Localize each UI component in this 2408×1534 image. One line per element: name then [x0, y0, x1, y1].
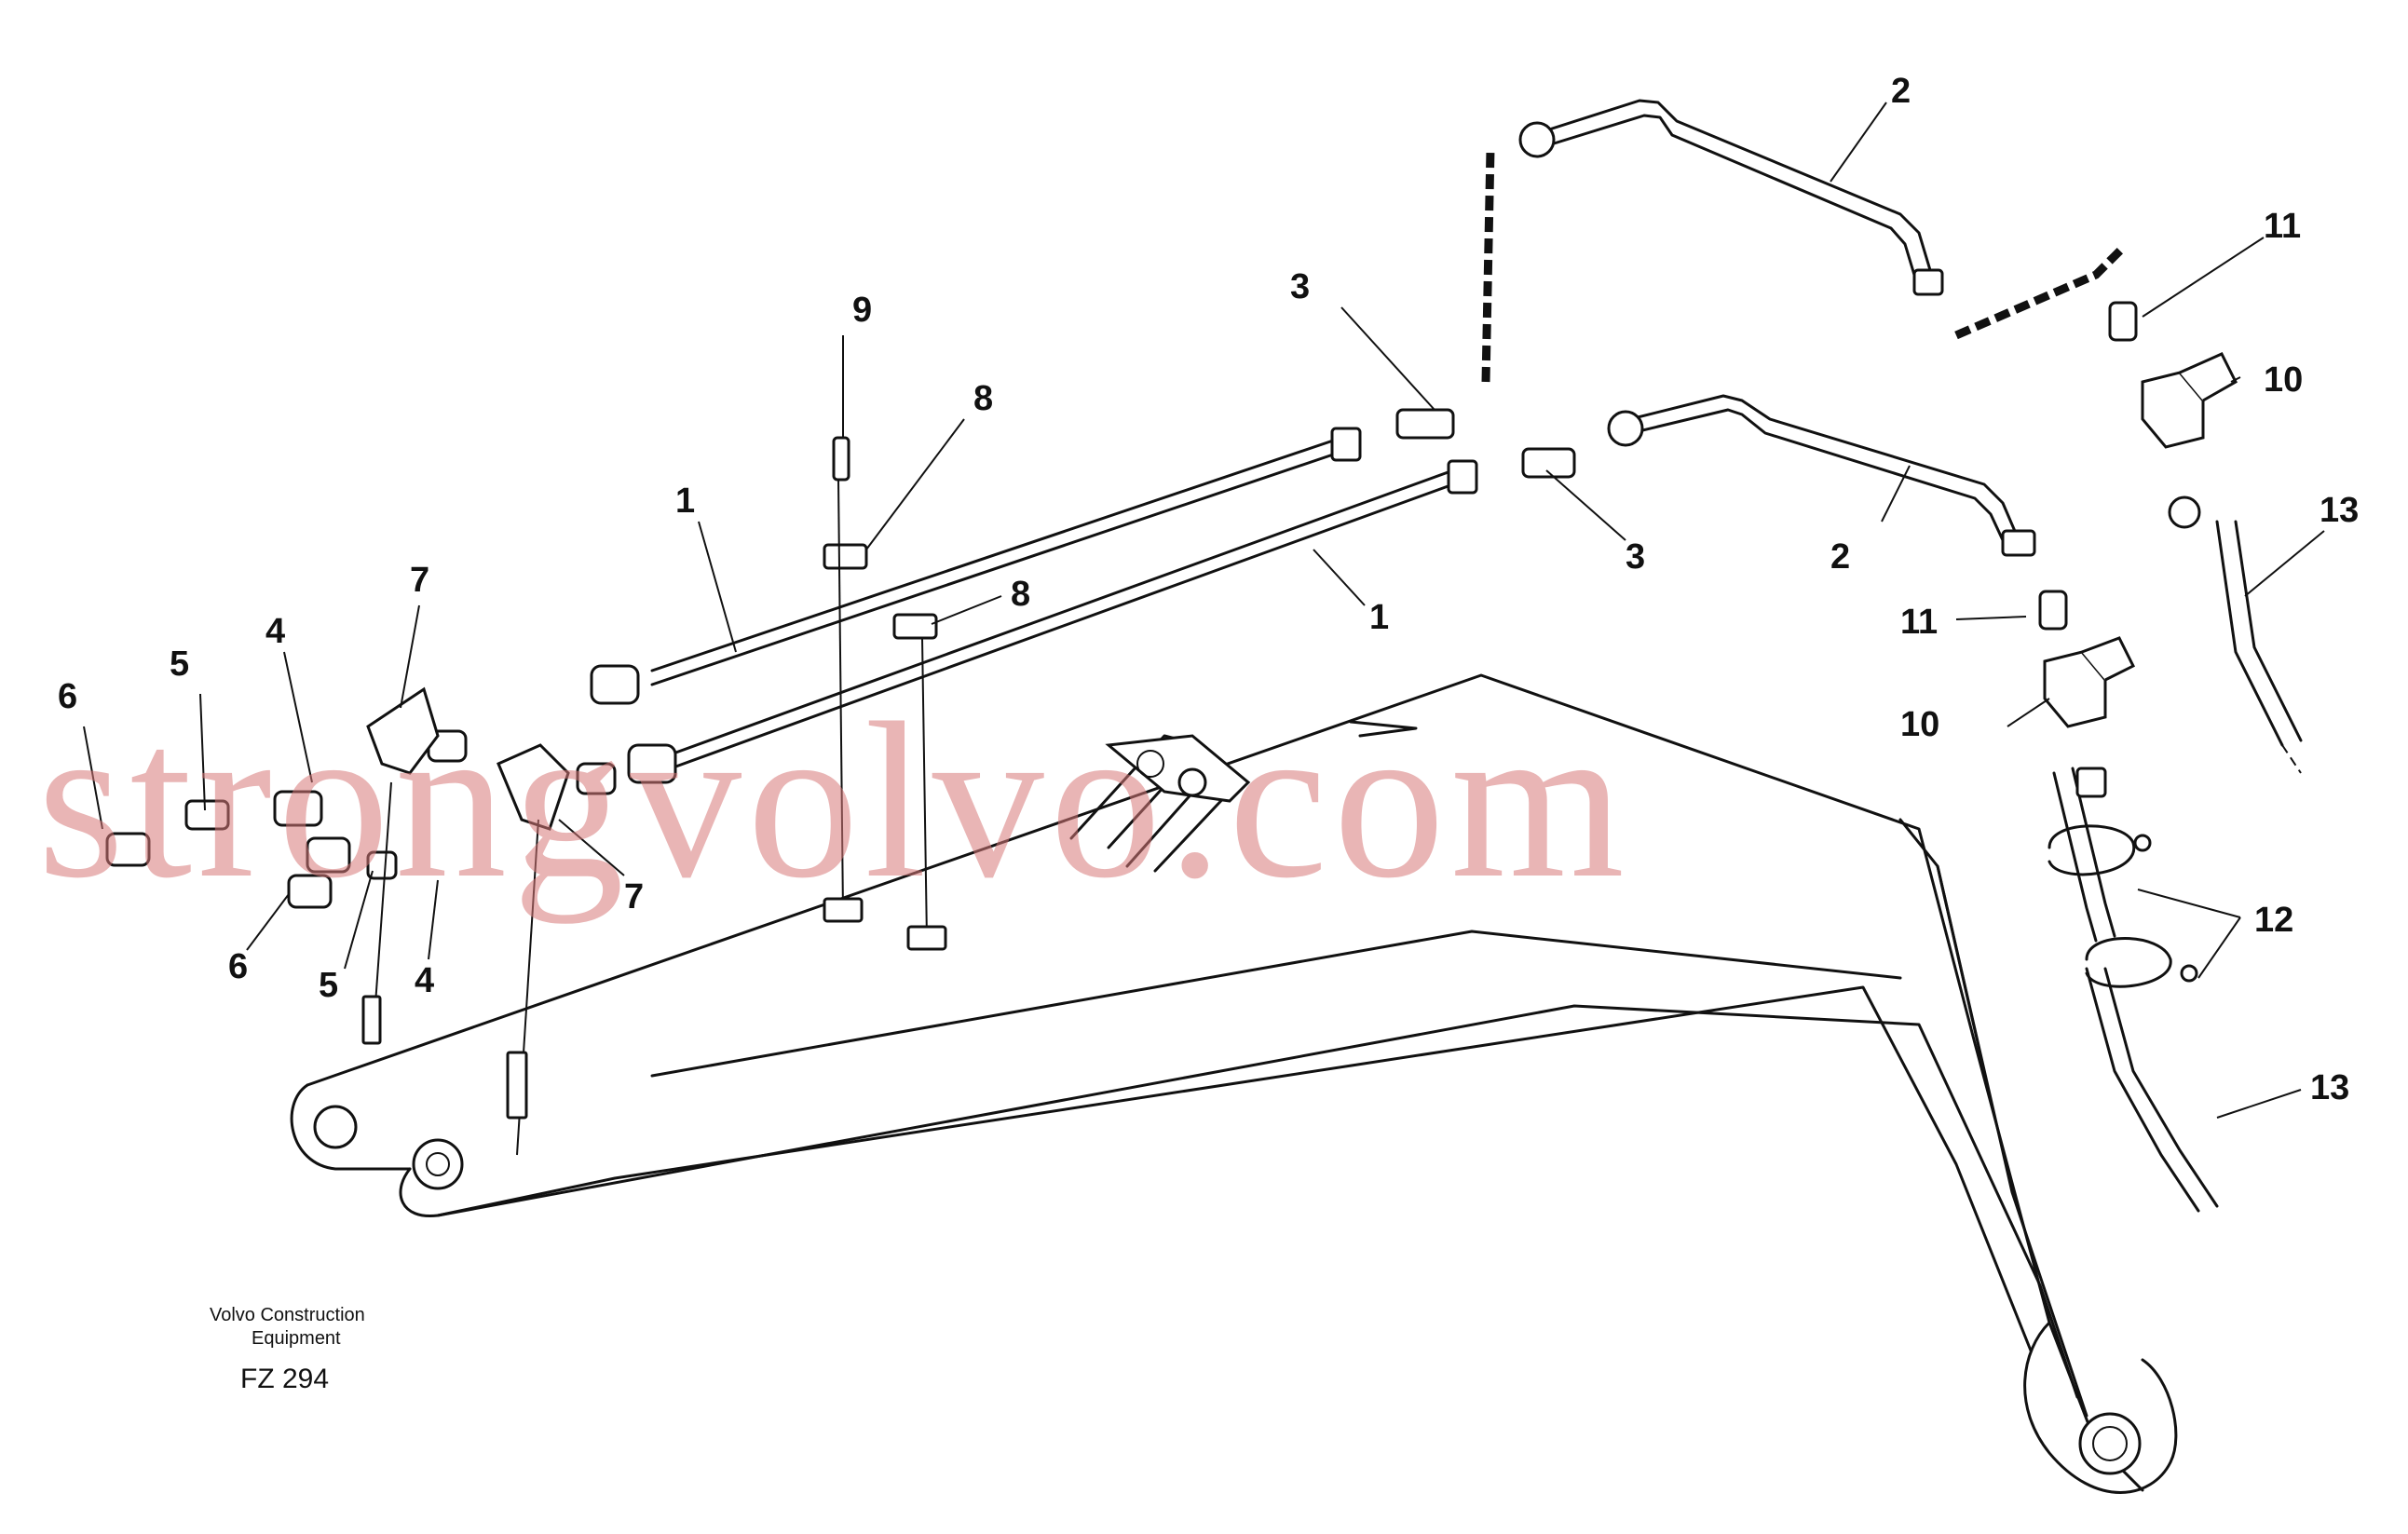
boom-outline — [290, 673, 2178, 1494]
callout-12: 12 — [2254, 901, 2293, 940]
callout-2-upper: 2 — [1891, 72, 1911, 111]
callout-4-lower: 4 — [415, 961, 434, 1000]
caption-line-2: Equipment — [252, 1328, 341, 1349]
callout-13-upper: 13 — [2320, 491, 2359, 530]
callout-3-lower: 3 — [1626, 537, 1645, 577]
callout-11-lower: 11 — [1900, 603, 1938, 642]
callout-10-upper: 10 — [2264, 360, 2303, 400]
callout-6-lower: 6 — [228, 947, 248, 986]
callout-5-upper: 5 — [170, 645, 189, 684]
pipe-lines — [650, 99, 2303, 1213]
callout-7-lower: 7 — [624, 877, 644, 916]
callout-3-upper: 3 — [1290, 267, 1310, 306]
callout-13-lower: 13 — [2310, 1068, 2349, 1107]
callout-5-lower: 5 — [319, 966, 338, 1005]
callout-8-upper: 8 — [973, 379, 993, 418]
callout-11-upper: 11 — [2264, 207, 2301, 246]
leader-lines — [83, 102, 2325, 1119]
callout-8-lower: 8 — [1011, 575, 1030, 614]
watermark-text: strongvolvo.com — [37, 676, 1630, 924]
callout-10-lower: 10 — [1900, 705, 1939, 744]
callout-9: 9 — [852, 291, 872, 330]
callout-7-upper: 7 — [410, 561, 429, 600]
callout-4-upper: 4 — [265, 612, 285, 651]
callout-labels: 1 1 2 2 3 3 4 4 5 5 6 6 7 7 8 8 9 10 10 … — [58, 72, 2359, 1107]
callout-6-upper: 6 — [58, 677, 77, 716]
callout-1-upper: 1 — [675, 482, 695, 521]
caption-line-1: Volvo Construction — [210, 1305, 365, 1325]
fittings — [105, 121, 2238, 1156]
callout-1-lower: 1 — [1369, 598, 1389, 637]
callout-2-lower: 2 — [1830, 537, 1850, 577]
figure-code: FZ 294 — [240, 1364, 329, 1394]
